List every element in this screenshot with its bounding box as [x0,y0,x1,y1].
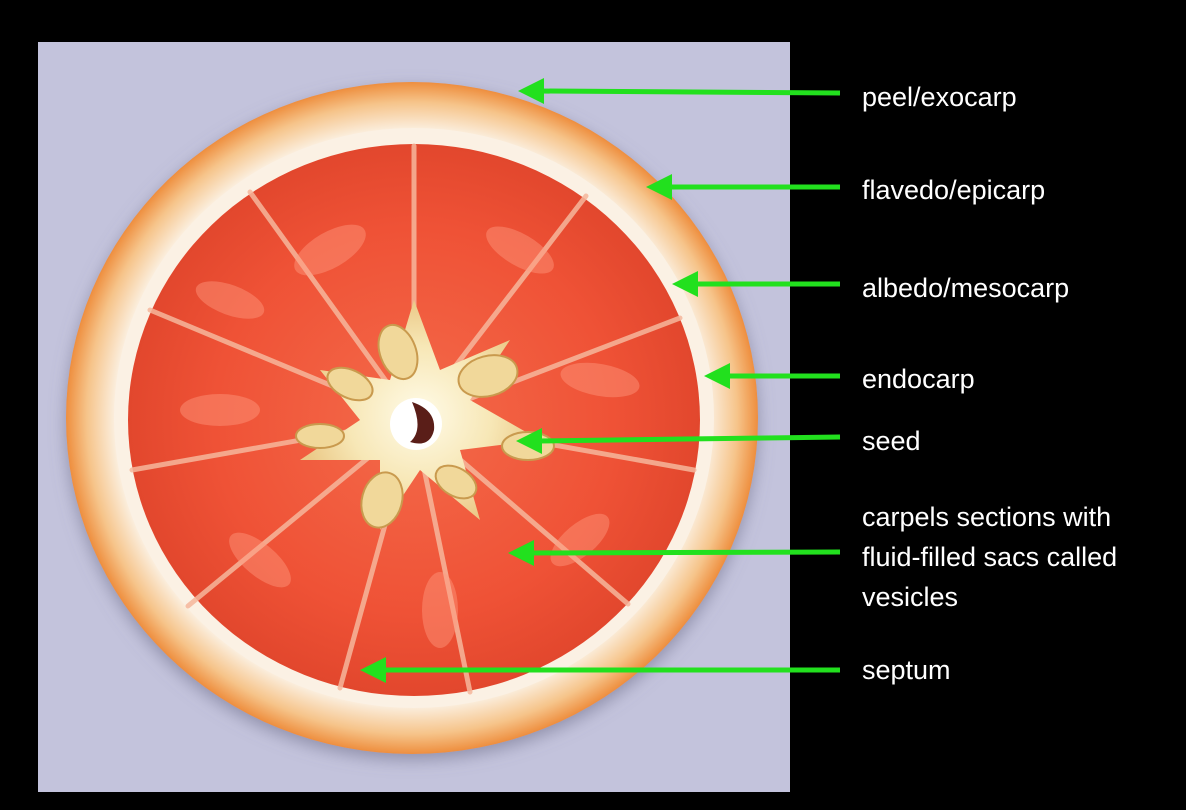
label-endocarp: endocarp [862,362,975,396]
label-carpels-line-1: carpels sections with [862,500,1111,534]
label-albedo-mesocarp: albedo/mesocarp [862,271,1069,305]
arrow-albedo [672,271,840,297]
seed-4 [296,424,344,448]
arrow-endocarp [704,363,840,389]
label-carpels-line-2: fluid-filled sacs called [862,540,1117,574]
label-seed: seed [862,424,921,458]
label-peel-exocarp: peel/exocarp [862,80,1017,114]
label-septum: septum [862,653,951,687]
arrow-peel [518,78,840,104]
arrow-flavedo [646,174,840,200]
label-flavedo-epicarp: flavedo/epicarp [862,173,1045,207]
label-carpels-line-3: vesicles [862,580,958,614]
